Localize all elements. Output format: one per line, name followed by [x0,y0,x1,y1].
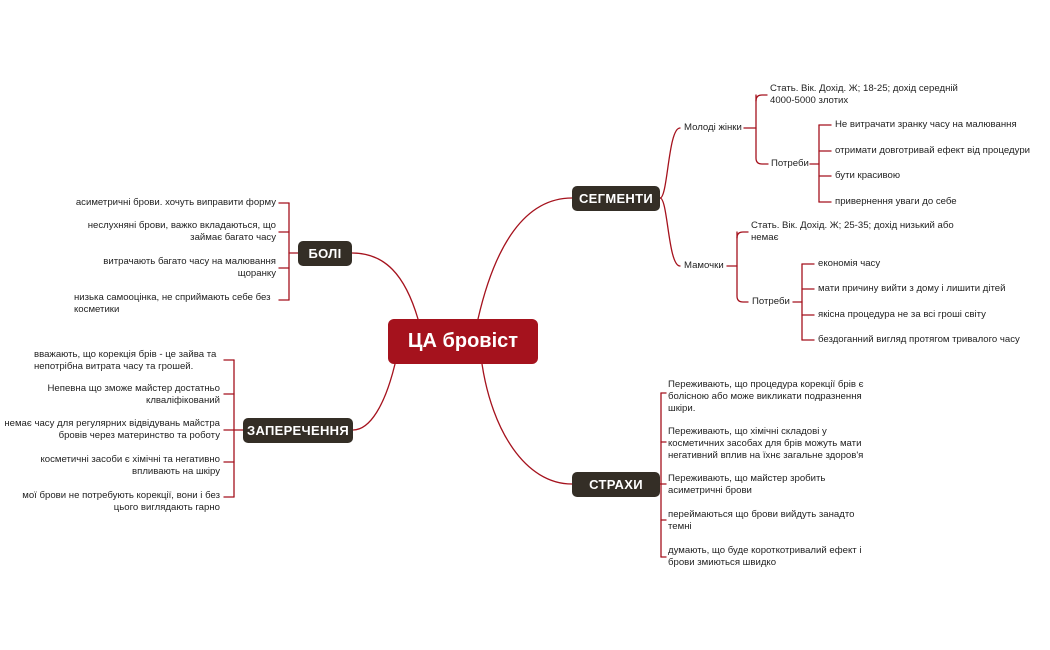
segment-moms-need[interactable]: якісна процедура не за всі гроші світу [818,309,986,320]
segment-young-need[interactable]: отримати довготривай ефект від процедури [835,145,1031,156]
denial-item[interactable]: немає часу для регулярних відвідувань ма… [4,418,220,441]
segment-young-need[interactable]: бути красивою [835,170,901,181]
link-central-fears [481,363,573,485]
branch-segments[interactable]: СЕГМЕНТИ [572,186,660,211]
fear-item[interactable]: думають, що буде короткотривалий ефект і… [668,545,862,568]
denial-item[interactable]: вважають, що корекція брів - це зайва та… [34,349,217,372]
fear-item[interactable]: Переживають, що хімічні складові у косме… [668,426,864,461]
link-central-denial [352,363,396,431]
fear-item[interactable]: Переживають, що процедура корекції брів … [668,379,864,414]
pain-item[interactable]: витрачають багато часу на малювання щора… [103,256,276,279]
segment-young-needs-label[interactable]: Потреби [771,158,809,169]
segment-moms-demographics[interactable]: Стать. Вік. Дохід. Ж; 25-35; дохід низьк… [751,220,954,243]
denial-item[interactable]: косметичні засоби є хімічні та негативно… [40,454,220,477]
segment-young-label[interactable]: Молоді жінки [684,122,742,133]
denial-item[interactable]: мої брови не потребують корекції, вони і… [22,490,220,513]
branch-denial[interactable]: ЗАПЕРЕЧЕННЯ [243,418,353,443]
segment-moms-need[interactable]: бездоганний вигляд протягом тривалого ча… [818,334,1020,345]
link-central-segments [477,197,573,320]
segment-moms-label[interactable]: Мамочки [684,260,724,271]
pain-item[interactable]: низька самооцінка, не сприймають себе бе… [74,292,271,315]
central-topic[interactable]: ЦА бровіст [388,319,538,364]
pain-item[interactable]: асиметричні брови. хочуть виправити форм… [75,197,276,208]
denial-item[interactable]: Непевна що зможе майстер достатньо клвал… [47,383,221,406]
branch-fears[interactable]: СТРАХИ [572,472,660,497]
branch-pains[interactable]: БОЛІ [298,241,352,266]
segment-young-need[interactable]: привернення уваги до себе [835,196,957,207]
segment-moms-need[interactable]: економія часу [818,258,881,269]
segment-moms-need[interactable]: мати причину вийти з дому і лишити дітей [818,283,1006,294]
segment-young-need[interactable]: Не витрачати зранку часу на малювання [835,119,1017,130]
pain-item[interactable]: неслухняні брови, важко вкладаються, що … [87,220,276,243]
segment-moms-needs-label[interactable]: Потреби [752,296,790,307]
link-central-pains [351,252,419,320]
link-segments-moms [659,197,681,267]
segment-young-demographics[interactable]: Стать. Вік. Дохід. Ж; 18-25; дохід серед… [770,83,958,106]
link-segments-young [659,127,681,199]
fear-item[interactable]: переймаються що брови вийдуть занадто те… [668,509,855,532]
fear-item[interactable]: Переживають, що майстер зробить асиметри… [668,473,826,496]
